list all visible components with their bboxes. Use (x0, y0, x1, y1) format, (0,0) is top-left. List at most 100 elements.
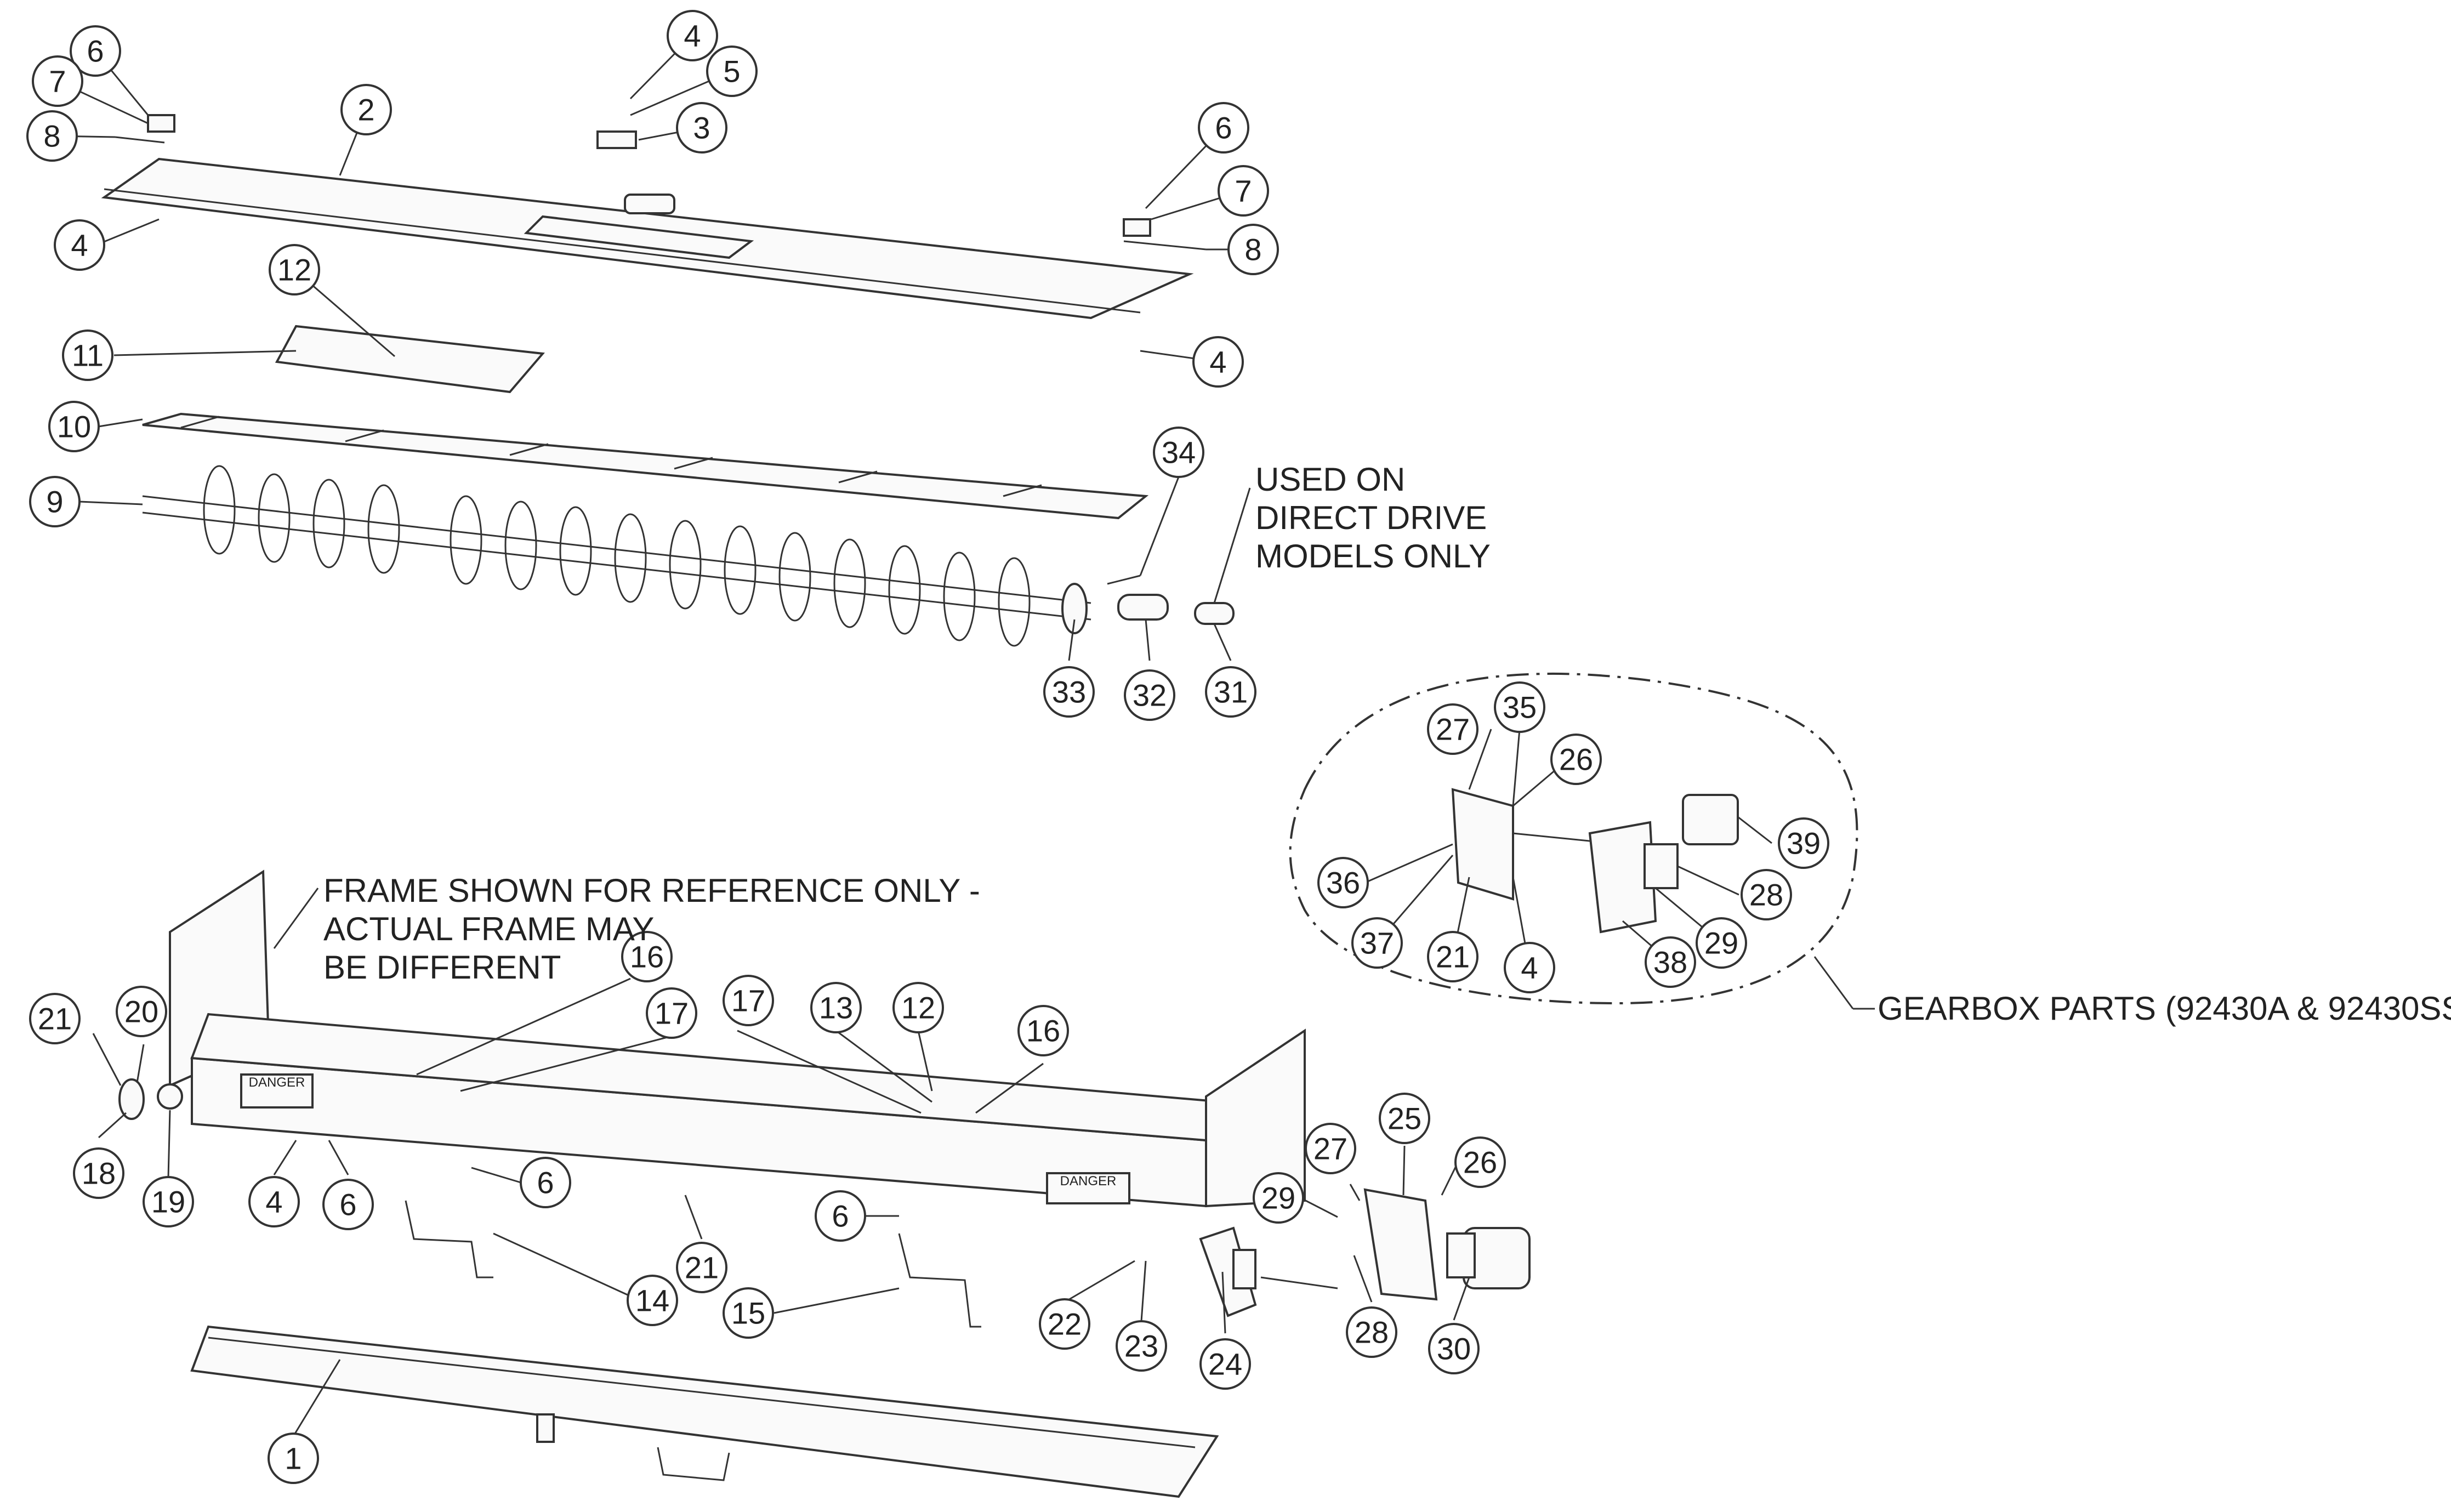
callout-bubble: 7 (32, 55, 83, 107)
callout-bubble: 24 (1199, 1338, 1251, 1390)
svg-text:30: 30 (1437, 1332, 1471, 1366)
callout-bubble: 23 (1116, 1320, 1167, 1372)
svg-text:37: 37 (1360, 926, 1394, 960)
callout-bubble: 35 (1494, 681, 1545, 733)
svg-text:28: 28 (1355, 1315, 1389, 1350)
svg-text:23: 23 (1124, 1329, 1158, 1363)
svg-text:26: 26 (1463, 1145, 1497, 1180)
callout-bubble: 21 (29, 993, 81, 1044)
note-direct-drive: USED ON DIRECT DRIVE MODELS ONLY (1255, 461, 1491, 575)
callout-bubble: 8 (1227, 224, 1279, 275)
svg-text:35: 35 (1503, 690, 1537, 725)
callout-bubble: 36 (1317, 857, 1369, 908)
svg-text:ACTUAL FRAME MAY: ACTUAL FRAME MAY (323, 911, 654, 947)
callout-bubble: 6 (70, 25, 121, 77)
callout-bubble: 13 (810, 982, 862, 1033)
svg-text:12: 12 (901, 991, 935, 1025)
callout-bubble: 6 (520, 1157, 571, 1208)
callout-bubble: 7 (1218, 165, 1269, 217)
svg-text:8: 8 (1244, 232, 1261, 267)
svg-text:21: 21 (38, 1002, 72, 1036)
callout-bubble: 15 (723, 1287, 774, 1339)
svg-text:16: 16 (630, 940, 664, 974)
callout-bubble: 16 (621, 931, 673, 982)
svg-text:24: 24 (1208, 1347, 1242, 1382)
svg-text:6: 6 (87, 34, 104, 69)
svg-text:21: 21 (685, 1250, 719, 1285)
callout-bubble: 6 (815, 1190, 866, 1242)
callout-bubbles: 6 7 8 4 5 3 2 6 7 8 4 4 12 11 10 9 34 33… (26, 10, 1829, 1484)
callout-bubble: 38 (1645, 936, 1696, 988)
svg-text:31: 31 (1214, 675, 1248, 709)
svg-text:BE DIFFERENT: BE DIFFERENT (323, 949, 561, 986)
svg-text:6: 6 (339, 1187, 356, 1222)
callout-bubble: 10 (48, 401, 100, 452)
svg-text:27: 27 (1313, 1132, 1347, 1166)
access-plate (275, 325, 545, 394)
callout-bubble: 6 (322, 1179, 374, 1230)
callout-bubble: 4 (1504, 942, 1555, 993)
svg-text:1: 1 (285, 1441, 302, 1476)
svg-text:25: 25 (1387, 1101, 1421, 1136)
gearbox-assembly (1289, 672, 1858, 1005)
callout-bubble: 8 (26, 110, 78, 162)
svg-text:4: 4 (265, 1185, 282, 1219)
callout-bubble: 3 (676, 102, 727, 154)
callout-bubble: 4 (667, 10, 718, 61)
callout-bubble: 14 (627, 1275, 678, 1326)
callout-bubble: 26 (1454, 1136, 1506, 1188)
svg-text:21: 21 (1436, 940, 1470, 974)
callout-bubble: 32 (1124, 669, 1175, 721)
leader-lines (52, 35, 1875, 1437)
frame-danger-decal-right: DANGER (1060, 1174, 1117, 1189)
callout-bubble: 39 (1778, 817, 1829, 869)
callout-bubble: 19 (143, 1176, 194, 1227)
svg-text:39: 39 (1787, 826, 1821, 861)
callout-bubble: 12 (269, 244, 320, 295)
callout-bubble: 6 (1198, 102, 1249, 154)
callout-bubble: 27 (1427, 703, 1478, 755)
svg-text:11: 11 (72, 338, 104, 373)
callout-bubble: 5 (706, 46, 758, 97)
note-frame-reference: FRAME SHOWN FOR REFERENCE ONLY - ACTUAL … (323, 872, 980, 986)
trough (190, 1325, 1219, 1498)
svg-text:5: 5 (723, 54, 740, 89)
callout-bubble: 17 (646, 987, 697, 1039)
grate (142, 412, 1149, 520)
svg-text:26: 26 (1559, 742, 1593, 777)
callout-bubble: 27 (1305, 1123, 1356, 1174)
svg-text:2: 2 (357, 93, 374, 127)
callout-bubble: 4 (248, 1176, 300, 1227)
svg-text:6: 6 (832, 1199, 849, 1234)
callout-bubble: 33 (1043, 666, 1095, 718)
callout-bubble: 4 (1192, 336, 1244, 388)
callout-bubble: 21 (1427, 931, 1478, 982)
svg-text:6: 6 (1215, 111, 1232, 145)
callout-bubble: 22 (1039, 1298, 1090, 1350)
callout-bubble: 18 (73, 1147, 124, 1199)
svg-text:7: 7 (1235, 174, 1252, 208)
svg-text:33: 33 (1052, 675, 1086, 709)
callout-bubble: 28 (1346, 1306, 1397, 1358)
callout-bubble: 1 (268, 1433, 319, 1484)
svg-text:13: 13 (819, 991, 853, 1025)
svg-text:17: 17 (655, 996, 689, 1031)
callout-bubble: 11 (62, 329, 113, 381)
svg-text:28: 28 (1749, 878, 1783, 912)
svg-text:7: 7 (49, 64, 66, 99)
svg-text:29: 29 (1261, 1181, 1295, 1215)
drive-coupler-parts (1107, 575, 1235, 625)
svg-text:15: 15 (731, 1296, 765, 1331)
svg-text:17: 17 (731, 984, 765, 1018)
svg-text:22: 22 (1048, 1307, 1082, 1342)
callout-bubble: 21 (676, 1242, 727, 1293)
svg-text:32: 32 (1133, 678, 1167, 713)
callout-bubble: 26 (1550, 734, 1602, 785)
svg-text:12: 12 (277, 253, 311, 287)
callout-bubble: 17 (723, 975, 774, 1026)
frame: DANGER DANGER (118, 869, 1306, 1328)
callout-bubble: 4 (54, 219, 105, 271)
motor-mount (1199, 1188, 1531, 1317)
svg-text:20: 20 (124, 994, 158, 1029)
svg-text:29: 29 (1704, 926, 1738, 960)
